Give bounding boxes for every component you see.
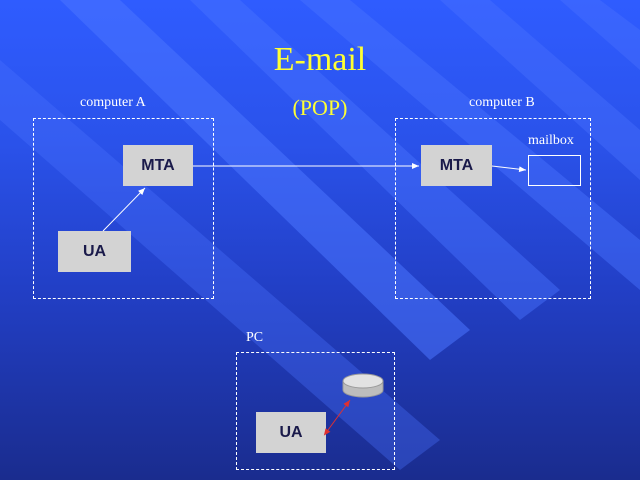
mailbox-label: mailbox <box>528 133 574 148</box>
computer-a-label: computer A <box>80 95 146 110</box>
computer-b-label: computer B <box>469 95 535 110</box>
pc-ua: UA <box>256 412 326 453</box>
computer-a-mta: MTA <box>123 145 193 186</box>
pc-label: PC <box>246 330 264 345</box>
pc-box <box>236 352 395 470</box>
computer-a-box <box>33 118 214 299</box>
computer-b-mta: MTA <box>421 145 492 186</box>
computer-a-ua: UA <box>58 231 131 272</box>
mailbox-box <box>528 155 581 186</box>
page-subtitle: (POP) <box>292 95 348 120</box>
computer-b-box <box>395 118 591 299</box>
page-title: E-mail <box>273 41 367 78</box>
